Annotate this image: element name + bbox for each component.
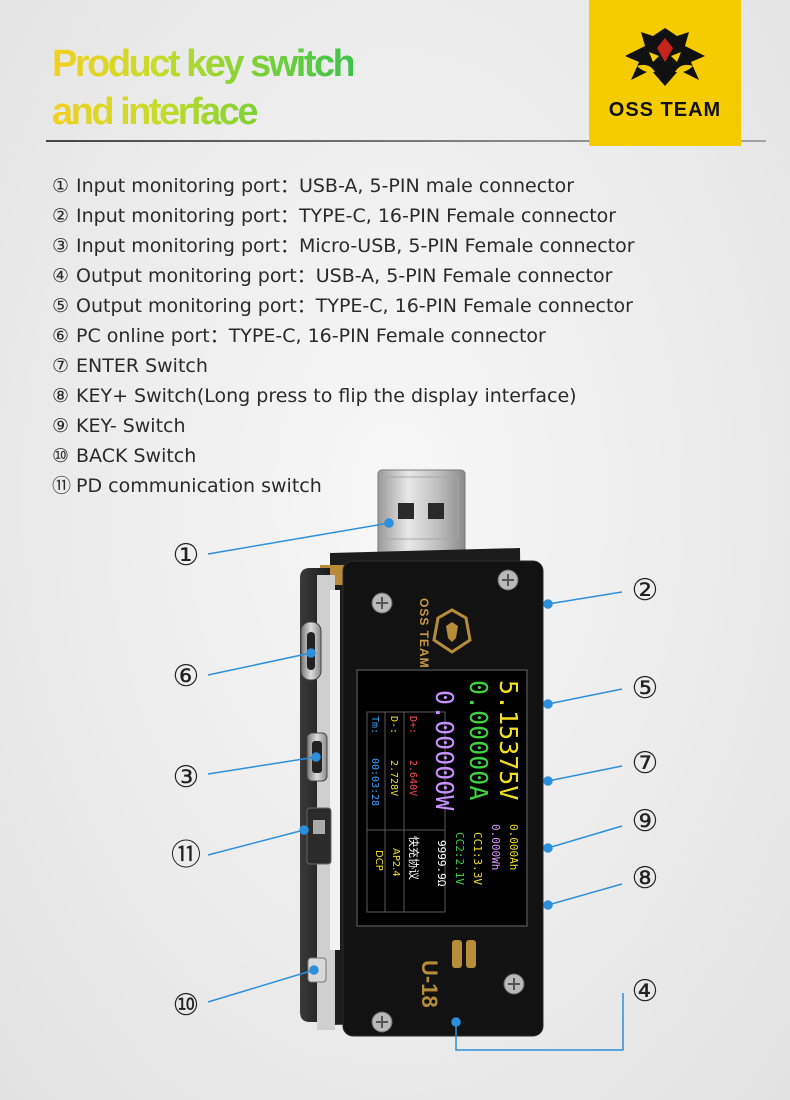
dplus-value: 2.640V bbox=[407, 760, 418, 796]
energy-readout: 0.000Wh bbox=[489, 824, 502, 870]
dplus-label: D+: bbox=[407, 716, 418, 734]
feature-item: ① Input monitoring port：USB-A, 5-PIN male… bbox=[52, 171, 635, 201]
cc2-readout: CC2:2.1V bbox=[453, 832, 466, 885]
feature-number: ⑩ bbox=[52, 445, 70, 467]
feature-item: ⑥ PC online port：TYPE-C, 16-PIN Female co… bbox=[52, 321, 635, 351]
feature-number: ③ bbox=[52, 235, 70, 257]
capacity-readout: 0.000Ah bbox=[507, 824, 520, 870]
device-model-label: U-18 bbox=[417, 960, 442, 1008]
callout-11: ⑪ bbox=[171, 838, 201, 873]
callout-lines bbox=[207, 518, 624, 1051]
panther-logo-icon bbox=[625, 28, 705, 86]
feature-item: ⑨ KEY- Switch bbox=[52, 411, 635, 441]
callout-7: ⑦ bbox=[631, 746, 659, 781]
header-divider bbox=[46, 140, 766, 142]
protocol-dcp: DCP bbox=[373, 850, 384, 871]
callout-line-1 bbox=[207, 522, 390, 555]
feature-number: ① bbox=[52, 175, 70, 197]
callout-3: ③ bbox=[172, 760, 200, 795]
feature-text: Output monitoring port：USB-A, 5-PIN Fema… bbox=[76, 265, 613, 287]
current-readout: 0.00000A bbox=[464, 680, 493, 800]
feature-item: ⑧ KEY+ Switch(Long press to flip the disp… bbox=[52, 381, 635, 411]
callout-line-6 bbox=[207, 652, 312, 676]
callout-2: ② bbox=[631, 573, 659, 608]
callout-line-9 bbox=[547, 825, 623, 849]
feature-number: ② bbox=[52, 205, 70, 227]
callout-9: ⑨ bbox=[631, 804, 659, 839]
feature-number: ⑪ bbox=[52, 475, 72, 497]
feature-number: ⑧ bbox=[52, 385, 70, 407]
protocol-ap: AP2.4 bbox=[390, 848, 401, 877]
time-label: Tm: bbox=[369, 716, 380, 734]
callout-line-3 bbox=[207, 756, 317, 775]
resistance-readout: 9999.9Ω bbox=[435, 840, 448, 887]
dminus-value: 2.728V bbox=[388, 760, 399, 796]
feature-number: ④ bbox=[52, 265, 70, 287]
callout-5: ⑤ bbox=[631, 671, 659, 706]
feature-number: ⑦ bbox=[52, 355, 70, 377]
callout-10: ⑩ bbox=[172, 988, 200, 1023]
callout-line-8 bbox=[547, 883, 623, 906]
feature-text: ENTER Switch bbox=[76, 355, 208, 377]
callout-line-7 bbox=[547, 765, 623, 782]
protocol-title: 快充协议 bbox=[407, 836, 421, 880]
callout-line-11 bbox=[207, 829, 305, 856]
callout-1: ① bbox=[172, 538, 200, 573]
lcd-screen: 5.15375V 0.00000A 0.00000W 0.000Ah 0.000… bbox=[356, 669, 528, 927]
feature-number: ⑥ bbox=[52, 325, 70, 347]
device-brand-label: OSS TEAM bbox=[417, 598, 431, 669]
callout-line-4 bbox=[455, 993, 624, 1051]
dminus-label: D-: bbox=[388, 716, 399, 734]
pd-switch bbox=[306, 807, 332, 865]
feature-text: Input monitoring port：TYPE-C, 16-PIN Fem… bbox=[76, 205, 617, 227]
callout-8: ⑧ bbox=[631, 861, 659, 896]
callout-6: ⑥ bbox=[172, 659, 200, 694]
feature-item: ⑦ ENTER Switch bbox=[52, 351, 635, 381]
callout-line-2 bbox=[547, 591, 623, 605]
feature-text: Input monitoring port：USB-A, 5-PIN male … bbox=[76, 175, 575, 197]
feature-number: ⑨ bbox=[52, 415, 70, 437]
time-value: 00:03:28 bbox=[369, 758, 380, 806]
callout-line-10 bbox=[207, 969, 315, 1003]
feature-text: KEY+ Switch(Long press to flip the displ… bbox=[76, 385, 577, 407]
callout-4: ④ bbox=[631, 974, 659, 1009]
feature-text: Input monitoring port：Micro-USB, 5-PIN F… bbox=[76, 235, 635, 257]
cc1-readout: CC1:3.3V bbox=[471, 832, 484, 885]
logo-text: OSS TEAM bbox=[608, 99, 722, 121]
feature-item: ⑤ Output monitoring port：TYPE-C, 16-PIN F… bbox=[52, 291, 635, 321]
feature-item: ③ Input monitoring port：Micro-USB, 5-PIN … bbox=[52, 231, 635, 261]
voltage-readout: 5.15375V bbox=[494, 680, 523, 800]
feature-text: PC online port：TYPE-C, 16-PIN Female con… bbox=[76, 325, 546, 347]
power-readout: 0.00000W bbox=[430, 690, 459, 811]
feature-text: PD communication switch bbox=[76, 475, 322, 497]
feature-text: Output monitoring port：TYPE-C, 16-PIN Fe… bbox=[76, 295, 633, 317]
feature-item: ⑩ BACK Switch bbox=[52, 441, 635, 471]
feature-item: ② Input monitoring port：TYPE-C, 16-PIN Fe… bbox=[52, 201, 635, 231]
callout-line-5 bbox=[547, 688, 623, 705]
feature-text: BACK Switch bbox=[76, 445, 197, 467]
feature-list: ① Input monitoring port：USB-A, 5-PIN male… bbox=[52, 171, 635, 501]
brand-logo: OSS TEAM bbox=[589, 0, 741, 146]
feature-item: ④ Output monitoring port：USB-A, 5-PIN Fem… bbox=[52, 261, 635, 291]
feature-number: ⑤ bbox=[52, 295, 70, 317]
feature-text: KEY- Switch bbox=[76, 415, 186, 437]
